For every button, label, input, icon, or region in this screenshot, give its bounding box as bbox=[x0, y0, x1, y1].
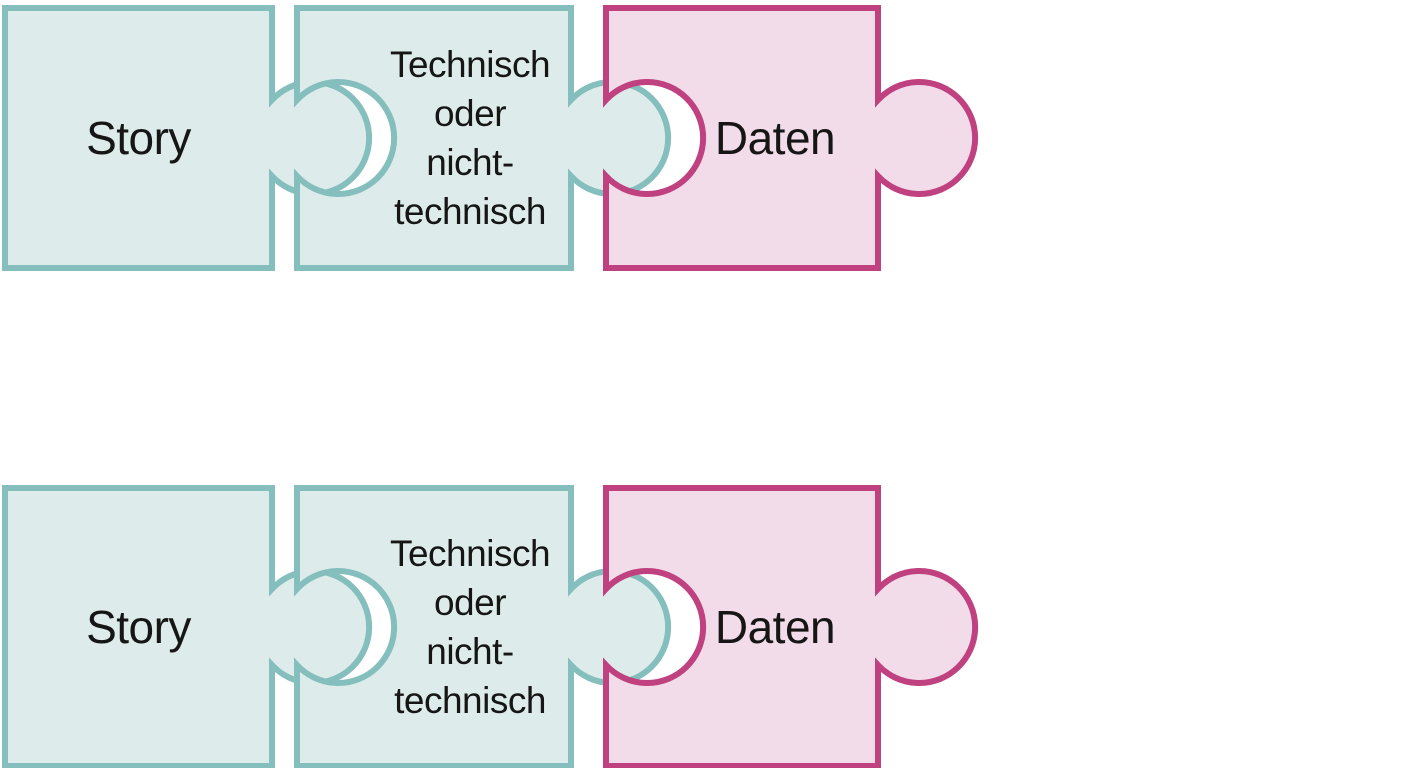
puzzle-piece-daten-row2 bbox=[603, 485, 979, 768]
puzzle-piece-technisch-row1 bbox=[294, 5, 672, 271]
puzzle-piece-technisch-row2 bbox=[294, 485, 672, 768]
puzzle-piece-daten-row1 bbox=[603, 5, 979, 271]
